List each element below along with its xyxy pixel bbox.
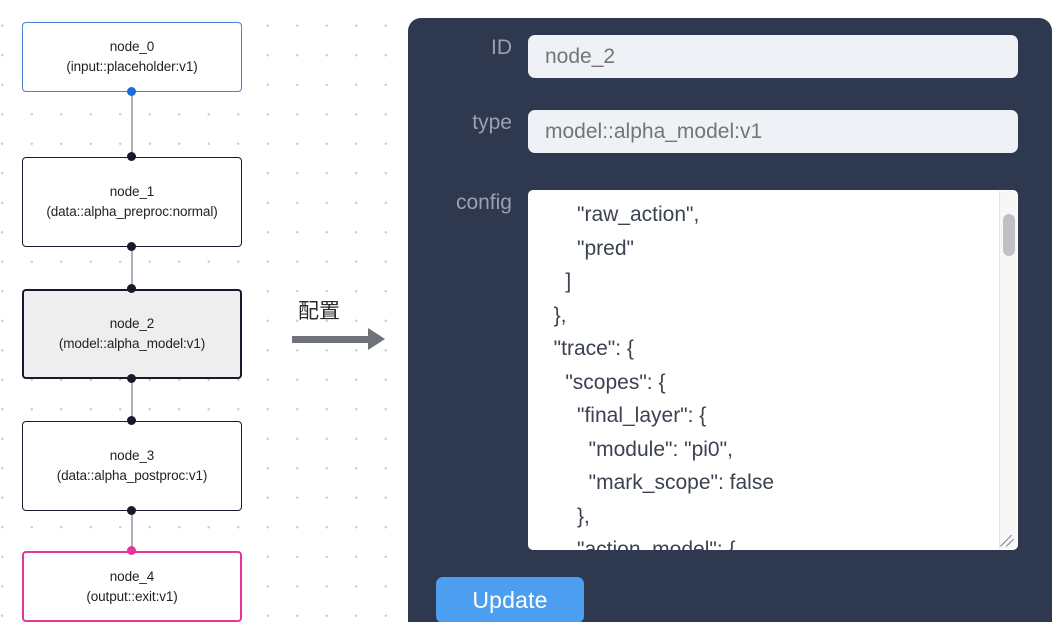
node0-source-handle[interactable] <box>127 87 136 96</box>
edge-node3-node4[interactable] <box>131 511 133 551</box>
node2-source-handle[interactable] <box>127 374 136 383</box>
config-textarea[interactable]: "raw_action", "pred" ] }, "trace": { "sc… <box>528 190 1018 550</box>
node-title: node_0 <box>109 39 155 54</box>
graph-node-node_2[interactable]: node_2 (model::alpha_model:v1) <box>22 289 242 379</box>
right-arrow-head-icon <box>368 328 385 350</box>
node1-source-handle[interactable] <box>127 242 136 251</box>
node-label: node_3 (data::alpha_postproc:v1) <box>57 446 208 486</box>
type-input[interactable] <box>528 110 1018 153</box>
right-arrow-icon <box>292 336 370 343</box>
node3-target-handle[interactable] <box>127 416 136 425</box>
node-label: node_0 (input::placeholder:v1) <box>66 37 197 77</box>
config-field-label: config <box>455 191 512 214</box>
graph-node-node_3[interactable]: node_3 (data::alpha_postproc:v1) <box>22 421 242 511</box>
graph-canvas[interactable]: node_0 (input::placeholder:v1) node_1 (d… <box>0 0 400 643</box>
node-subtitle: (data::alpha_preproc:normal) <box>46 204 218 219</box>
edge-node2-node3[interactable] <box>131 379 133 421</box>
graph-node-node_4[interactable]: node_4 (output::exit:v1) <box>22 551 242 622</box>
node-title: node_4 <box>109 568 155 584</box>
id-input[interactable] <box>528 35 1018 78</box>
node-subtitle: (output::exit:v1) <box>86 588 178 604</box>
type-field-row: type <box>428 110 1018 153</box>
node-subtitle: (model::alpha_model:v1) <box>58 336 206 351</box>
node-subtitle: (input::placeholder:v1) <box>66 59 198 74</box>
resize-handle-icon[interactable] <box>998 530 1016 548</box>
update-button[interactable]: Update <box>436 577 584 622</box>
node-label: node_4 (output::exit:v1) <box>86 567 177 607</box>
config-scrollbar[interactable] <box>999 191 1017 549</box>
node-label: node_1 (data::alpha_preproc:normal) <box>46 182 217 222</box>
type-field-label: type <box>472 111 512 134</box>
annotation-arrow-group: 配置 <box>290 295 400 360</box>
node-title: node_3 <box>109 448 155 463</box>
edge-node0-node1[interactable] <box>131 92 133 157</box>
node-config-panel: ID type config "raw_action", "pred" ] },… <box>408 18 1052 622</box>
node2-target-handle[interactable] <box>127 284 136 293</box>
id-field-row: ID <box>428 35 1018 78</box>
config-textarea-wrapper: "raw_action", "pred" ] }, "trace": { "sc… <box>528 190 1018 550</box>
id-field-label: ID <box>491 36 512 59</box>
annotation-label: 配置 <box>298 299 340 323</box>
config-scrollbar-thumb[interactable] <box>1003 214 1015 256</box>
node3-source-handle[interactable] <box>127 506 136 515</box>
node-label: node_2 (model::alpha_model:v1) <box>59 314 205 354</box>
node4-target-handle[interactable] <box>127 546 136 555</box>
node-subtitle: (data::alpha_postproc:v1) <box>56 468 208 483</box>
node1-target-handle[interactable] <box>127 152 136 161</box>
graph-node-node_1[interactable]: node_1 (data::alpha_preproc:normal) <box>22 157 242 247</box>
edge-node1-node2[interactable] <box>131 247 133 289</box>
node-title: node_1 <box>109 184 155 199</box>
config-field-row: config "raw_action", "pred" ] }, "trace"… <box>428 190 1018 550</box>
graph-node-node_0[interactable]: node_0 (input::placeholder:v1) <box>22 22 242 92</box>
node-title: node_2 <box>109 316 155 331</box>
